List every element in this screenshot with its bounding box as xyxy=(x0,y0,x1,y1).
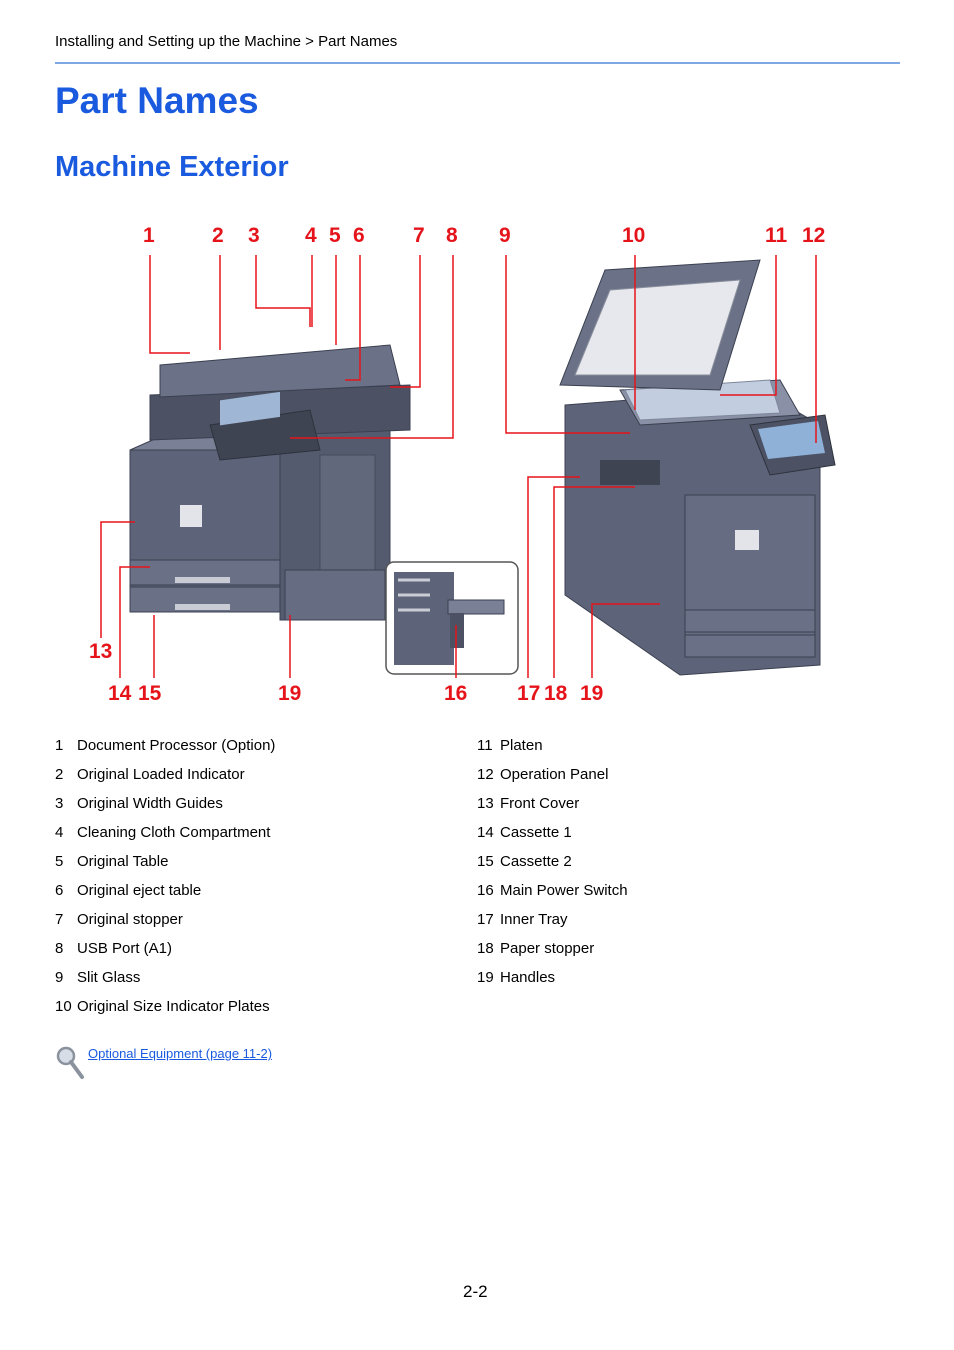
callout-14: 14 xyxy=(108,682,132,705)
callout-11: 11 xyxy=(765,224,788,247)
callout-15: 15 xyxy=(138,682,162,705)
optional-equipment-link[interactable]: Optional Equipment (page 11-2) xyxy=(88,1046,273,1061)
callout-5: 5 xyxy=(329,224,341,247)
header-divider xyxy=(55,62,900,64)
callout-6: 6 xyxy=(353,224,365,247)
callout-1: 1 xyxy=(143,224,155,247)
callout-3: 3 xyxy=(248,224,260,247)
callout-19-left: 19 xyxy=(278,682,302,705)
callout-17: 17 xyxy=(517,682,541,705)
callout-4: 4 xyxy=(305,224,317,247)
callout-9: 9 xyxy=(499,224,511,247)
section-title: Machine Exterior xyxy=(55,151,289,183)
machine-front-view xyxy=(129,344,411,621)
callout-10: 10 xyxy=(622,224,646,247)
power-switch-inset xyxy=(385,561,519,675)
callout-16: 16 xyxy=(444,682,468,705)
callout-13: 13 xyxy=(89,640,113,663)
breadcrumb: Installing and Setting up the Machine > … xyxy=(55,33,398,50)
machine-rear-view xyxy=(559,259,836,676)
callout-2: 2 xyxy=(212,224,224,247)
callout-8: 8 xyxy=(446,224,458,247)
leader-lines xyxy=(100,255,817,678)
machine-exterior-figure: 1 2 3 4 5 6 7 8 9 10 11 12 13 14 15 19 1… xyxy=(80,215,880,715)
callout-18: 18 xyxy=(544,682,568,705)
callout-7: 7 xyxy=(413,224,425,247)
callout-19-right: 19 xyxy=(580,682,604,705)
callout-12: 12 xyxy=(802,224,826,247)
machine-illustration xyxy=(100,255,836,678)
page-title: Part Names xyxy=(55,80,259,121)
page-number: 2-2 xyxy=(463,1282,488,1301)
magnifier-icon xyxy=(55,1043,85,1086)
